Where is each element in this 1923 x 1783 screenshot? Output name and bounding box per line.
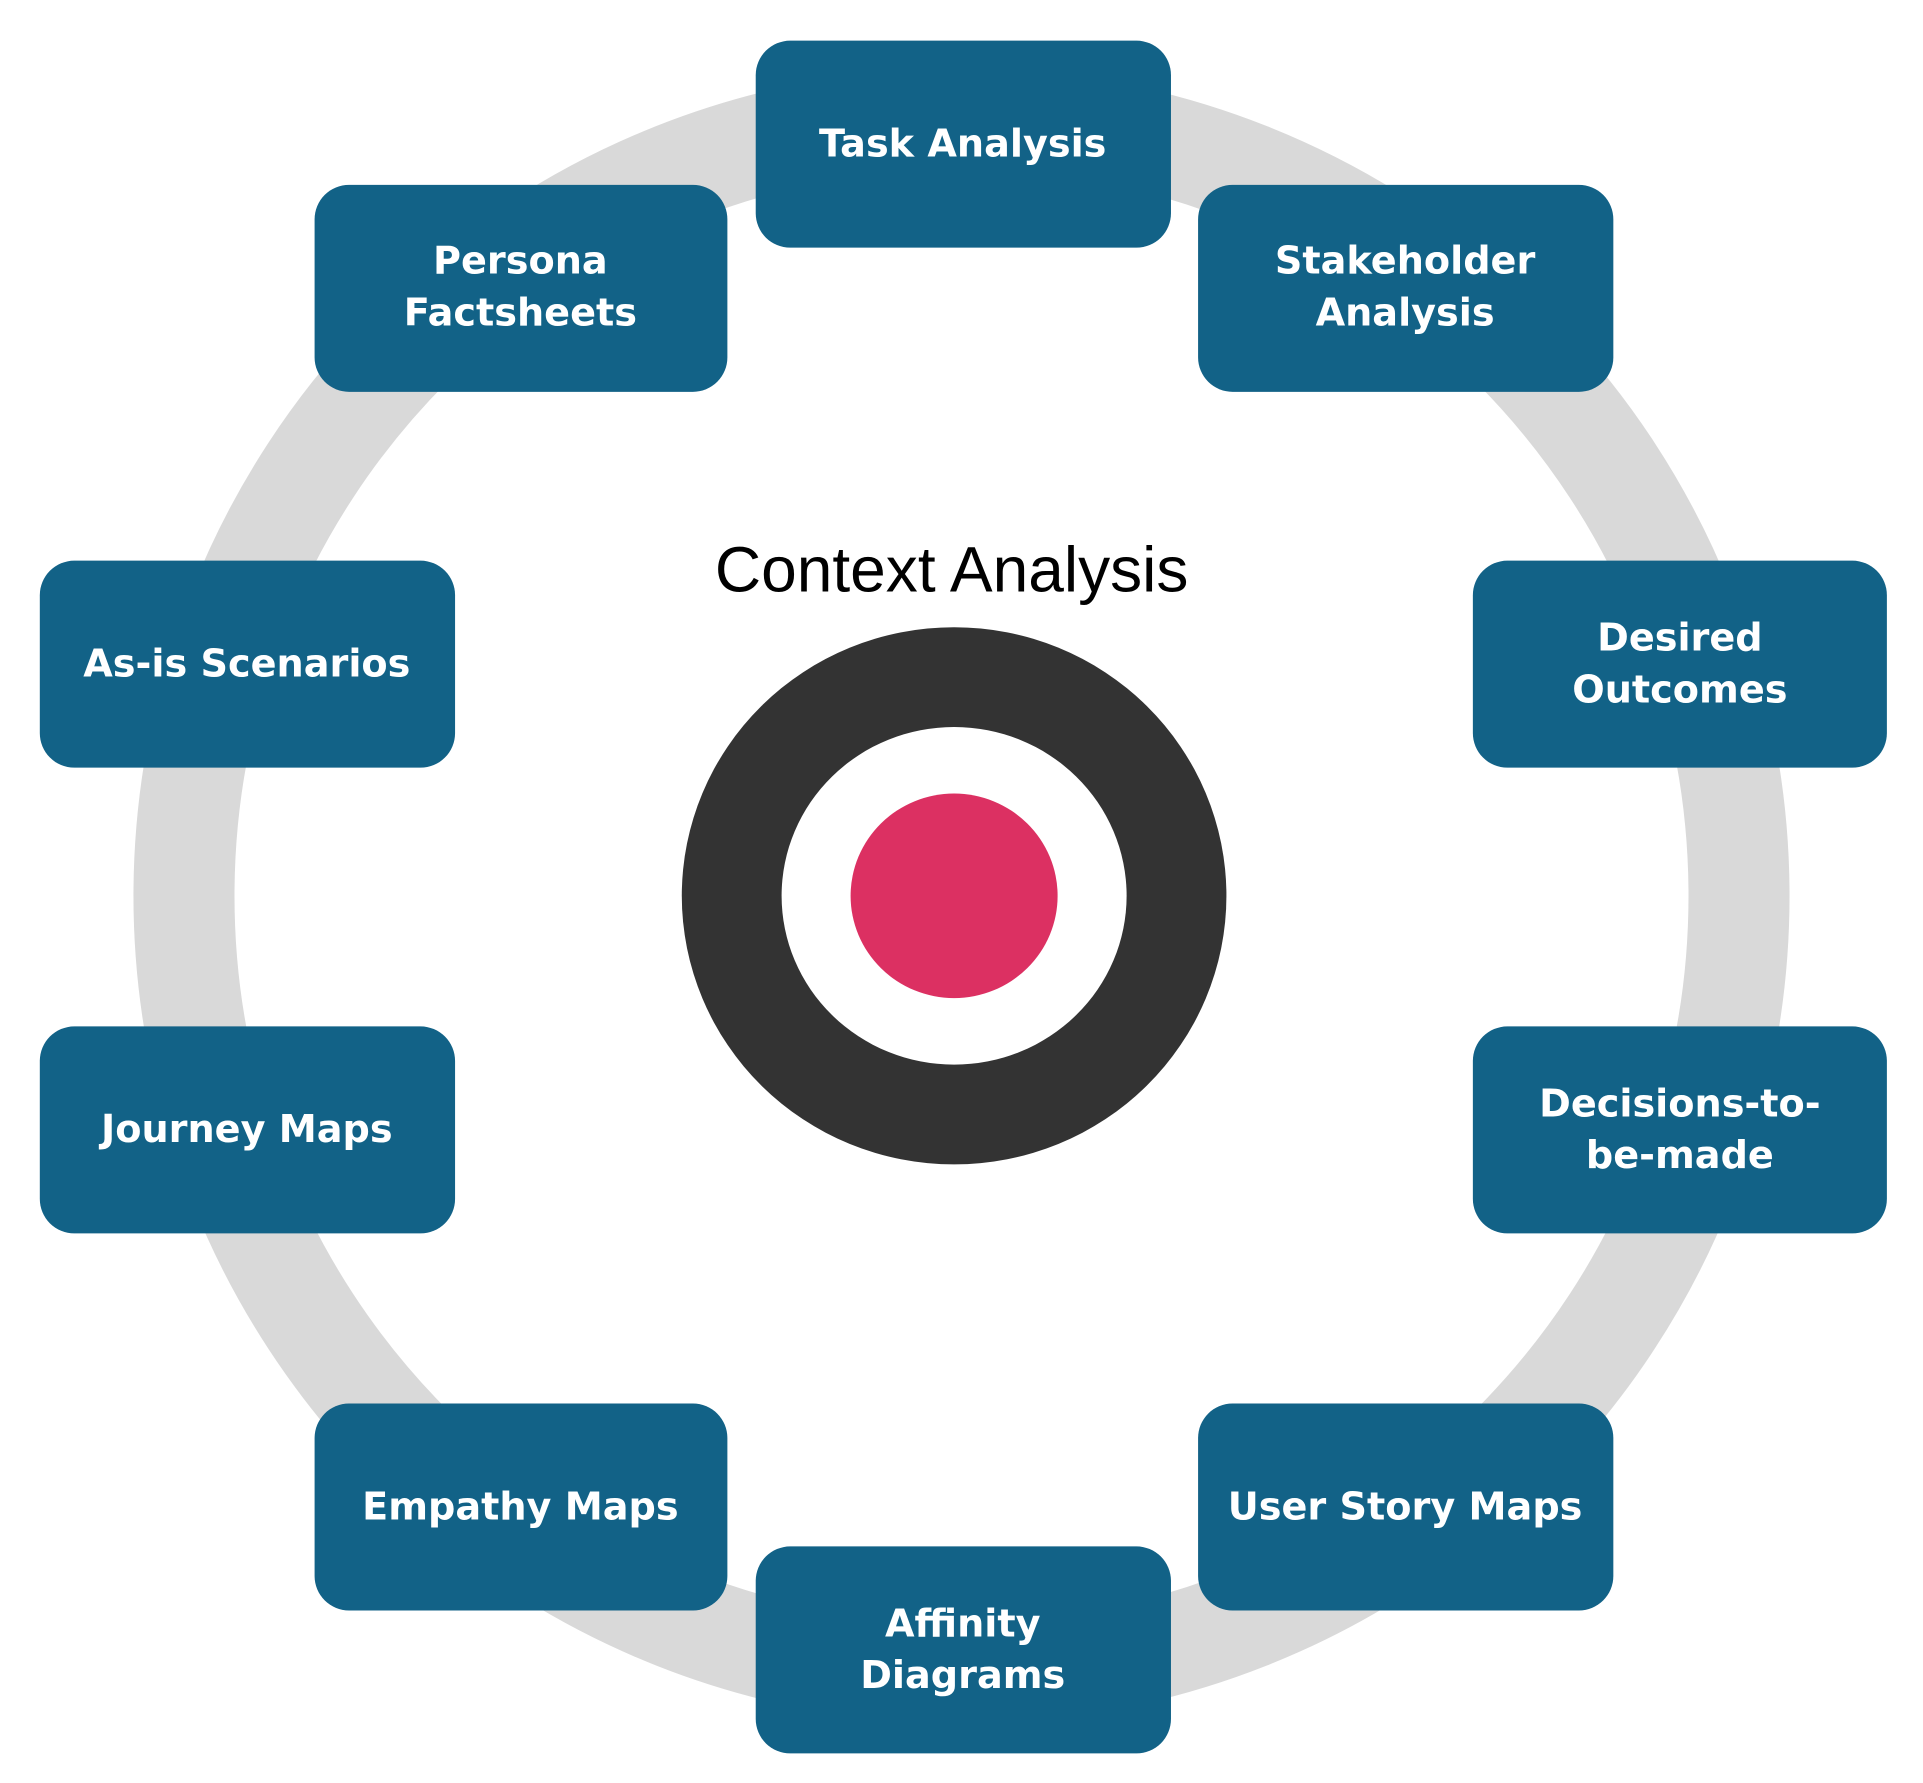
svg-text:User Story Maps: User Story Maps: [1228, 1485, 1583, 1529]
item-empathy-maps[interactable]: Empathy Maps: [314, 1403, 728, 1611]
diagram-title: Context Analysis: [715, 533, 1189, 605]
svg-text:As-is Scenarios: As-is Scenarios: [83, 642, 410, 686]
svg-text:Task Analysis: Task Analysis: [819, 122, 1106, 166]
svg-text:Empathy Maps: Empathy Maps: [362, 1485, 678, 1529]
svg-text:Journey Maps: Journey Maps: [98, 1108, 393, 1152]
item-as-is-scenarios[interactable]: As-is Scenarios: [39, 560, 456, 768]
item-journey-maps[interactable]: Journey Maps: [39, 1026, 456, 1234]
target-icon: [681, 627, 1227, 1165]
svg-text:Decisions-to-be-made: Decisions-to-be-made: [1539, 1082, 1820, 1178]
item-user-story-maps[interactable]: User Story Maps: [1198, 1403, 1614, 1611]
item-task-analysis[interactable]: Task Analysis: [755, 40, 1171, 248]
item-decisions-to-be-made[interactable]: Decisions-to-be-made: [1472, 1026, 1887, 1234]
